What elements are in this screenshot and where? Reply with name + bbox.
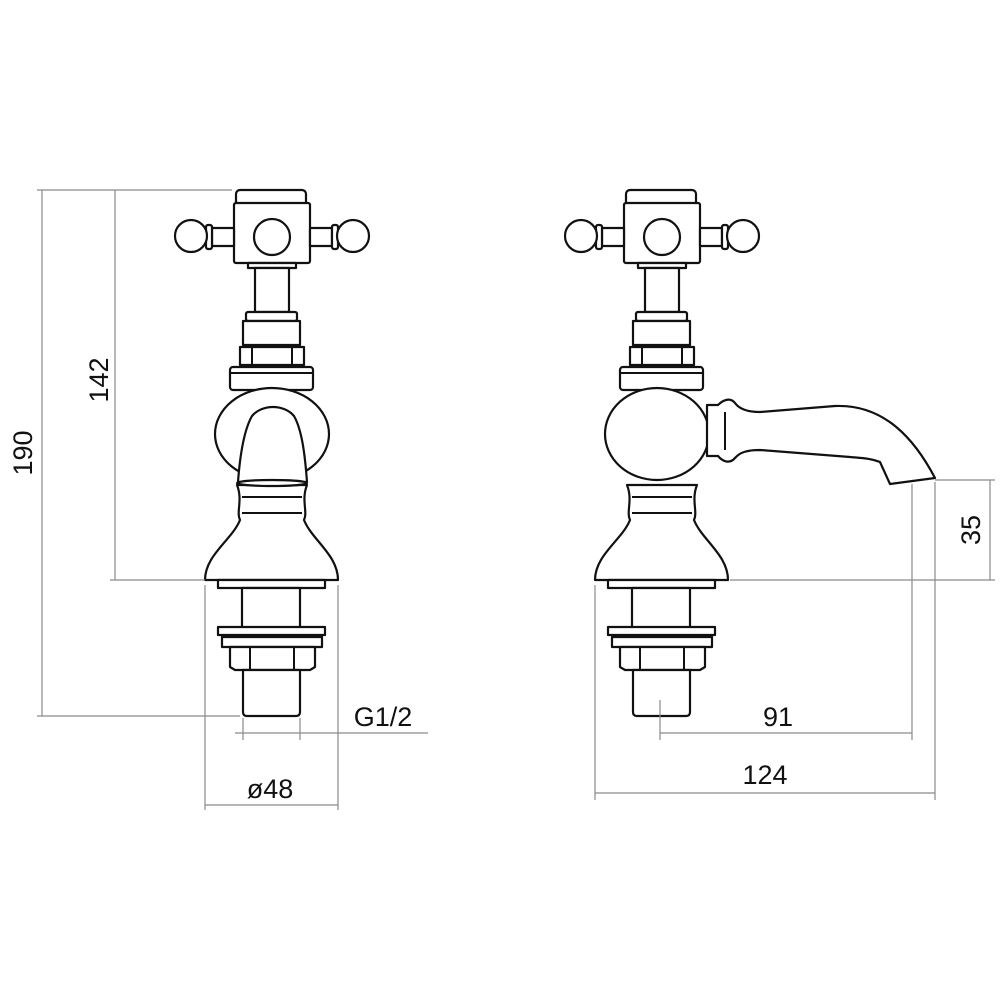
dim-body-height: 142 [84,357,114,402]
dim-overall-height: 190 [8,430,38,475]
dim-base-diameter: ø48 [247,774,294,804]
dimension-lines [37,189,995,810]
dim-spout-height: 35 [956,515,986,545]
dim-spout-reach: 91 [763,702,793,732]
dim-thread: G1/2 [354,702,413,732]
front-view [173,188,371,718]
dim-overall-depth: 124 [742,760,787,790]
side-view [563,188,937,718]
